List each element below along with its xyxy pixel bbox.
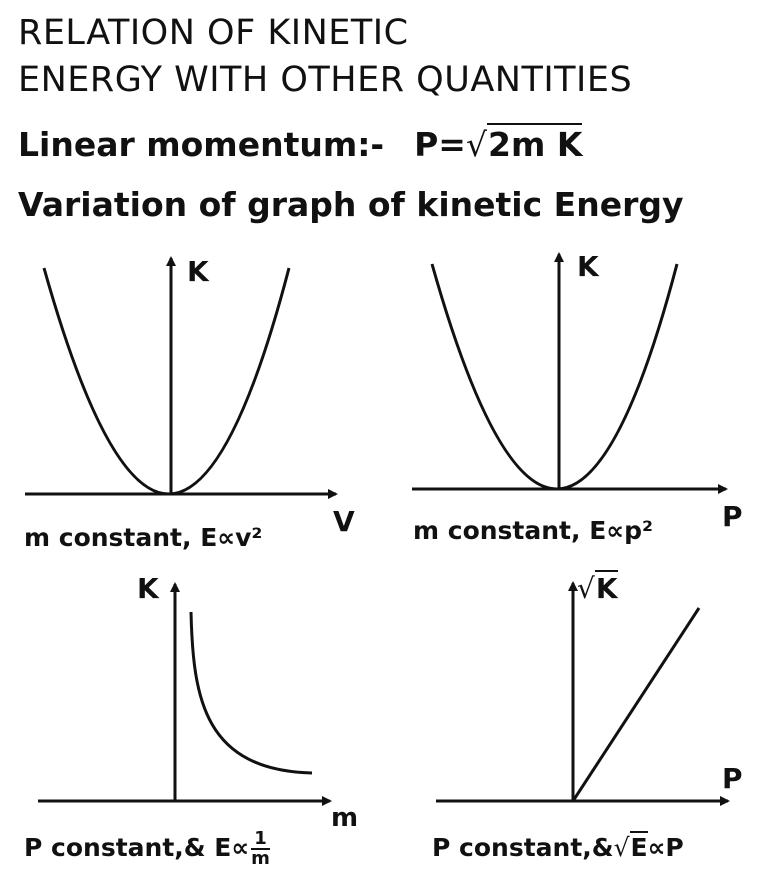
graph4-y-radical: √ (577, 572, 595, 605)
graph1-curve (42, 267, 291, 496)
momentum-label: Linear momentum:- (18, 125, 385, 164)
graph2-caption-text: m constant, E (413, 516, 607, 545)
fraction-numerator: 1 (251, 830, 270, 850)
graph3-caption-text: P constant,& E (24, 833, 232, 862)
graph1-caption-text: m constant, E (24, 523, 218, 552)
proportional-symbol: ∝ (647, 833, 666, 862)
graph1-x-label: V (333, 505, 355, 538)
graph3-x-label: m (331, 803, 359, 833)
graph2-x-label: P (722, 500, 743, 533)
graph4-caption-text: P constant,& (432, 833, 614, 862)
graph2-caption-var: p² (624, 516, 653, 545)
graph-k-vs-m (38, 582, 332, 806)
momentum-lhs: P= (414, 125, 466, 164)
fraction-denominator: m (251, 848, 270, 869)
graph4-y-radicand: K (594, 570, 618, 605)
graph1-y-label: K (187, 255, 209, 288)
radical-sign: √ (465, 125, 487, 164)
proportional-symbol: ∝ (606, 516, 625, 545)
title-line-1: RELATION OF KINETIC (18, 13, 409, 53)
graph4-caption: P constant,&√E∝P (432, 831, 684, 862)
graph4-line (571, 607, 701, 802)
page-title: RELATION OF KINETIC ENERGY WITH OTHER QU… (18, 10, 632, 104)
graph4-y-label: √K (577, 570, 618, 605)
graph2-curve (430, 263, 679, 491)
graph-k-vs-p (412, 252, 728, 494)
graph-sqrtk-vs-p (436, 581, 730, 806)
graph3-curve (189, 611, 313, 775)
graph4-caption-radicand: E (629, 831, 648, 862)
graph2-caption: m constant, E∝p² (413, 516, 653, 545)
graph4-caption-var: P (665, 833, 684, 862)
graph4-x-label: P (722, 762, 743, 795)
momentum-radicand: 2m K (487, 123, 583, 164)
graph1-caption: m constant, E∝v² (24, 523, 262, 552)
graph-k-vs-v (25, 256, 338, 499)
proportional-symbol: ∝ (231, 833, 250, 862)
title-line-2: ENERGY WITH OTHER QUANTITIES (18, 60, 633, 100)
radical-sign: √ (613, 833, 630, 862)
variation-heading: Variation of graph of kinetic Energy (18, 185, 684, 224)
proportional-symbol: ∝ (217, 523, 236, 552)
graph3-y-label: K (137, 572, 159, 605)
graph1-caption-var: v² (235, 523, 263, 552)
graph2-y-label: K (577, 250, 599, 283)
momentum-formula: Linear momentum:- P=√2m K (18, 123, 583, 164)
